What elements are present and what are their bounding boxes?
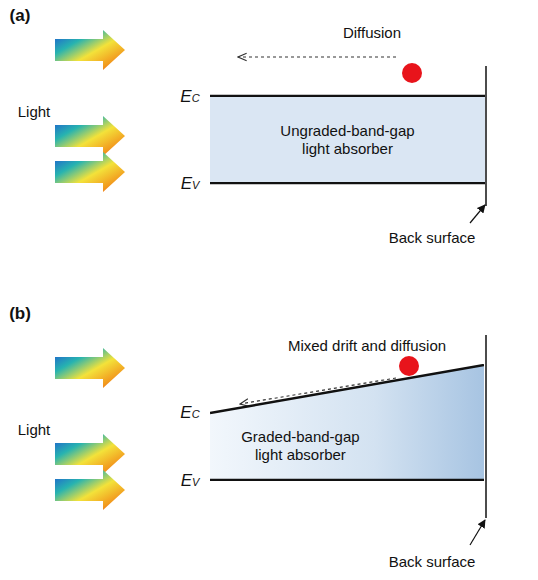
valence-band-edge [210,182,485,185]
pointer-arrow [470,520,485,545]
surface-label: Back surface [389,229,476,246]
light-arrow [55,30,125,192]
valence-band-edge [210,479,484,481]
absorber-label: Graded-band-gap light absorber [233,428,368,464]
diffusion-arrow [238,56,396,57]
graded-absorber: Graded-band-gap light absorber [210,364,484,481]
energy-label: EV [181,174,200,194]
light-arrow [55,348,125,510]
pointer-arrow [470,205,485,223]
light-label: Light [18,103,51,120]
panel-label: (b) [9,304,31,324]
absorber-shape [210,364,484,481]
conduction-band-edge [210,365,484,413]
process-label: Mixed drift and diffusion [288,337,446,354]
absorber-label: Ungraded-band-gap light absorber [273,122,423,158]
electron [399,356,419,376]
electron [402,63,422,83]
process-label: Diffusion [343,24,401,41]
energy-label: EV [181,471,200,491]
energy-label: EC [180,87,199,107]
surface-label: Back surface [389,553,476,570]
back-surface-line [485,66,487,206]
ungraded-absorber: Ungraded-band-gap light absorber [210,97,485,182]
light-label: Light [18,421,51,438]
energy-label: EC [180,403,199,423]
panel-label: (a) [10,6,31,26]
back-surface-line [485,335,487,518]
